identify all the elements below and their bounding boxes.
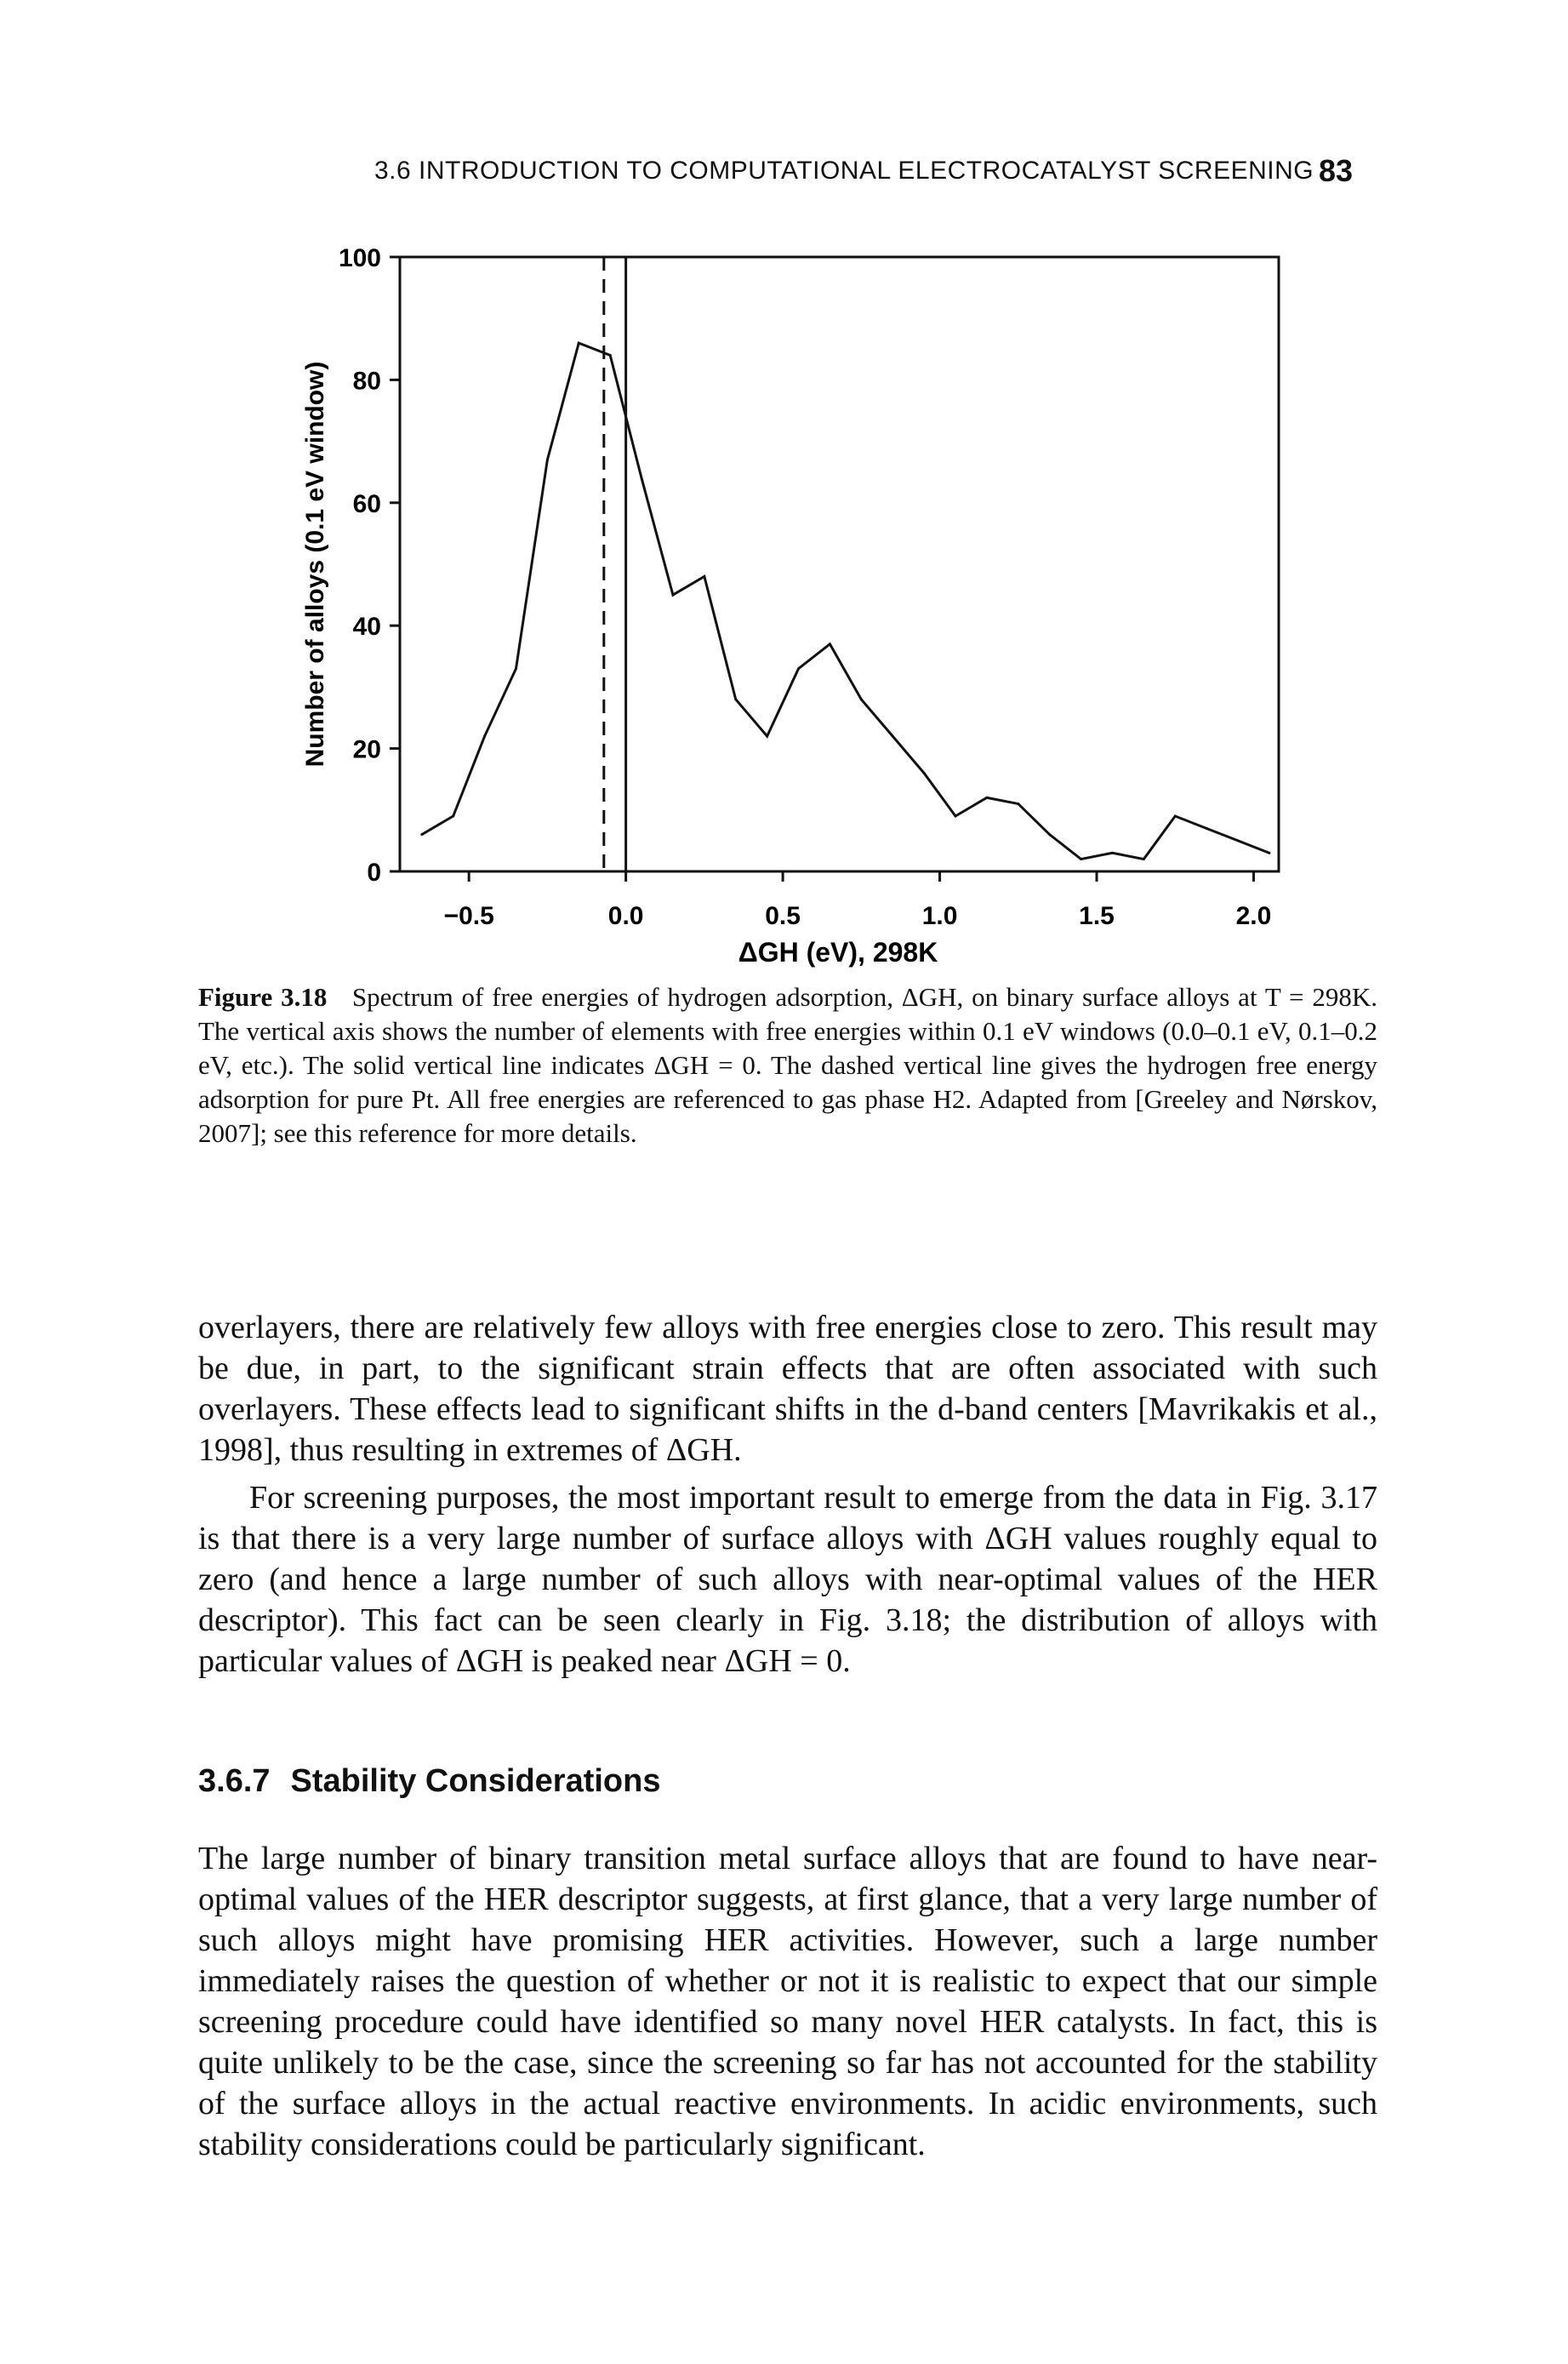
data-point (766, 734, 769, 738)
data-point (1017, 802, 1020, 806)
x-axis-label: ΔGH (eV), 298K (738, 937, 938, 968)
data-point (954, 814, 957, 818)
data-point (420, 833, 424, 837)
data-point (1080, 858, 1083, 861)
data-point (922, 771, 926, 774)
data-point (1142, 858, 1145, 861)
data-point (1048, 833, 1052, 837)
y-tick-label: 100 (339, 244, 381, 272)
y-tick-label: 0 (367, 859, 381, 887)
distribution-line (421, 341, 1270, 861)
y-tick-label: 80 (353, 367, 381, 395)
data-point (545, 458, 549, 461)
paragraph-2: For screening purposes, the most importa… (198, 1477, 1377, 1682)
figure-caption: Figure 3.18 Spectrum of free energies of… (198, 980, 1377, 1151)
y-tick-label: 60 (353, 490, 381, 518)
x-axis: −0.5 0.0 0.5 1.0 1.5 2.0 (444, 871, 1272, 930)
data-point (828, 642, 831, 646)
x-tick-label: 2.0 (1236, 902, 1272, 930)
paragraph-2-text: For screening purposes, the most importa… (198, 1480, 1377, 1679)
y-tick-label: 20 (353, 736, 381, 764)
data-point (734, 698, 738, 701)
data-point (515, 667, 518, 671)
y-axis: 0 20 40 60 80 100 (339, 244, 400, 887)
series-points (420, 341, 1271, 861)
data-point (797, 667, 801, 671)
data-point (1268, 851, 1271, 854)
x-tick-label: 1.0 (922, 902, 958, 930)
data-point (671, 593, 675, 597)
x-tick-label: 1.5 (1079, 902, 1115, 930)
caption-label: Figure 3.18 (198, 982, 328, 1012)
data-point (703, 574, 706, 578)
data-point (985, 796, 989, 799)
data-point (1236, 839, 1240, 842)
paragraph-1: overlayers, there are relatively few all… (198, 1307, 1377, 1470)
y-axis-label: Number of alloys (0.1 eV window) (301, 362, 329, 768)
header-title: 3.6 INTRODUCTION TO COMPUTATIONAL ELECTR… (374, 157, 1314, 185)
x-tick-label: 0.5 (765, 902, 801, 930)
section-number: 3.6.7 (198, 1763, 271, 1799)
plot-frame (398, 255, 1280, 873)
x-tick-label: −0.5 (444, 902, 494, 930)
y-tick-label: 40 (353, 613, 381, 641)
running-header: 3.6 INTRODUCTION TO COMPUTATIONAL ELECTR… (374, 153, 1353, 199)
data-point (608, 354, 612, 357)
chart-figure: −0.5 0.0 0.5 1.0 1.5 2.0 0 20 40 60 80 100 ΔGH (eV… (301, 244, 1280, 968)
section-title: Stability Considerations (290, 1763, 661, 1799)
x-tick-label: 0.0 (608, 902, 644, 930)
reference-lines (602, 257, 628, 871)
data-point (859, 698, 863, 701)
data-point (577, 341, 580, 345)
data-point (452, 814, 455, 818)
data-point (483, 734, 487, 738)
data-point (1205, 826, 1208, 830)
paragraph-1-text: overlayers, there are relatively few all… (198, 1310, 1377, 1468)
paragraph-3: The large number of binary transition me… (198, 1838, 1377, 2165)
data-point (1110, 851, 1114, 854)
caption-text: Spectrum of free energies of hydrogen ad… (198, 982, 1378, 1148)
section-heading: 3.6.7 Stability Considerations (198, 1763, 681, 1800)
data-point (640, 477, 643, 480)
data-point (1173, 814, 1177, 818)
page-number: 83 (1318, 153, 1353, 188)
paragraph-3-text: The large number of binary transition me… (198, 1841, 1377, 2162)
data-point (891, 734, 894, 738)
